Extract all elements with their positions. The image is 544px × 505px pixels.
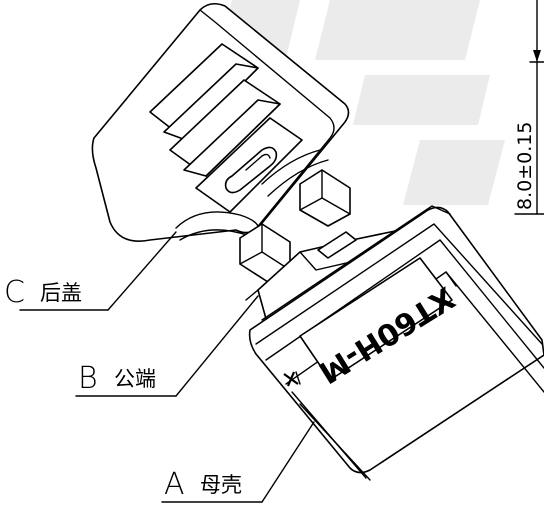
label-b: B 公端 [75, 295, 259, 397]
dimension-annotation: 8.0±0.15 [514, 0, 544, 215]
female-housing-part: XT60H-M [248, 205, 544, 481]
label-c-text: 后盖 [40, 281, 82, 305]
label-b-text: 公端 [114, 367, 156, 391]
label-b-letter: B [78, 361, 98, 396]
label-c: C 后盖 [4, 231, 177, 311]
label-a-text: 母壳 [200, 473, 242, 497]
label-c-letter: C [4, 275, 25, 310]
label-a-letter: A [164, 467, 185, 502]
dimension-text: 8.0±0.15 [514, 122, 536, 210]
label-a: A 母壳 [161, 421, 315, 503]
rear-cover-part [91, 2, 350, 242]
